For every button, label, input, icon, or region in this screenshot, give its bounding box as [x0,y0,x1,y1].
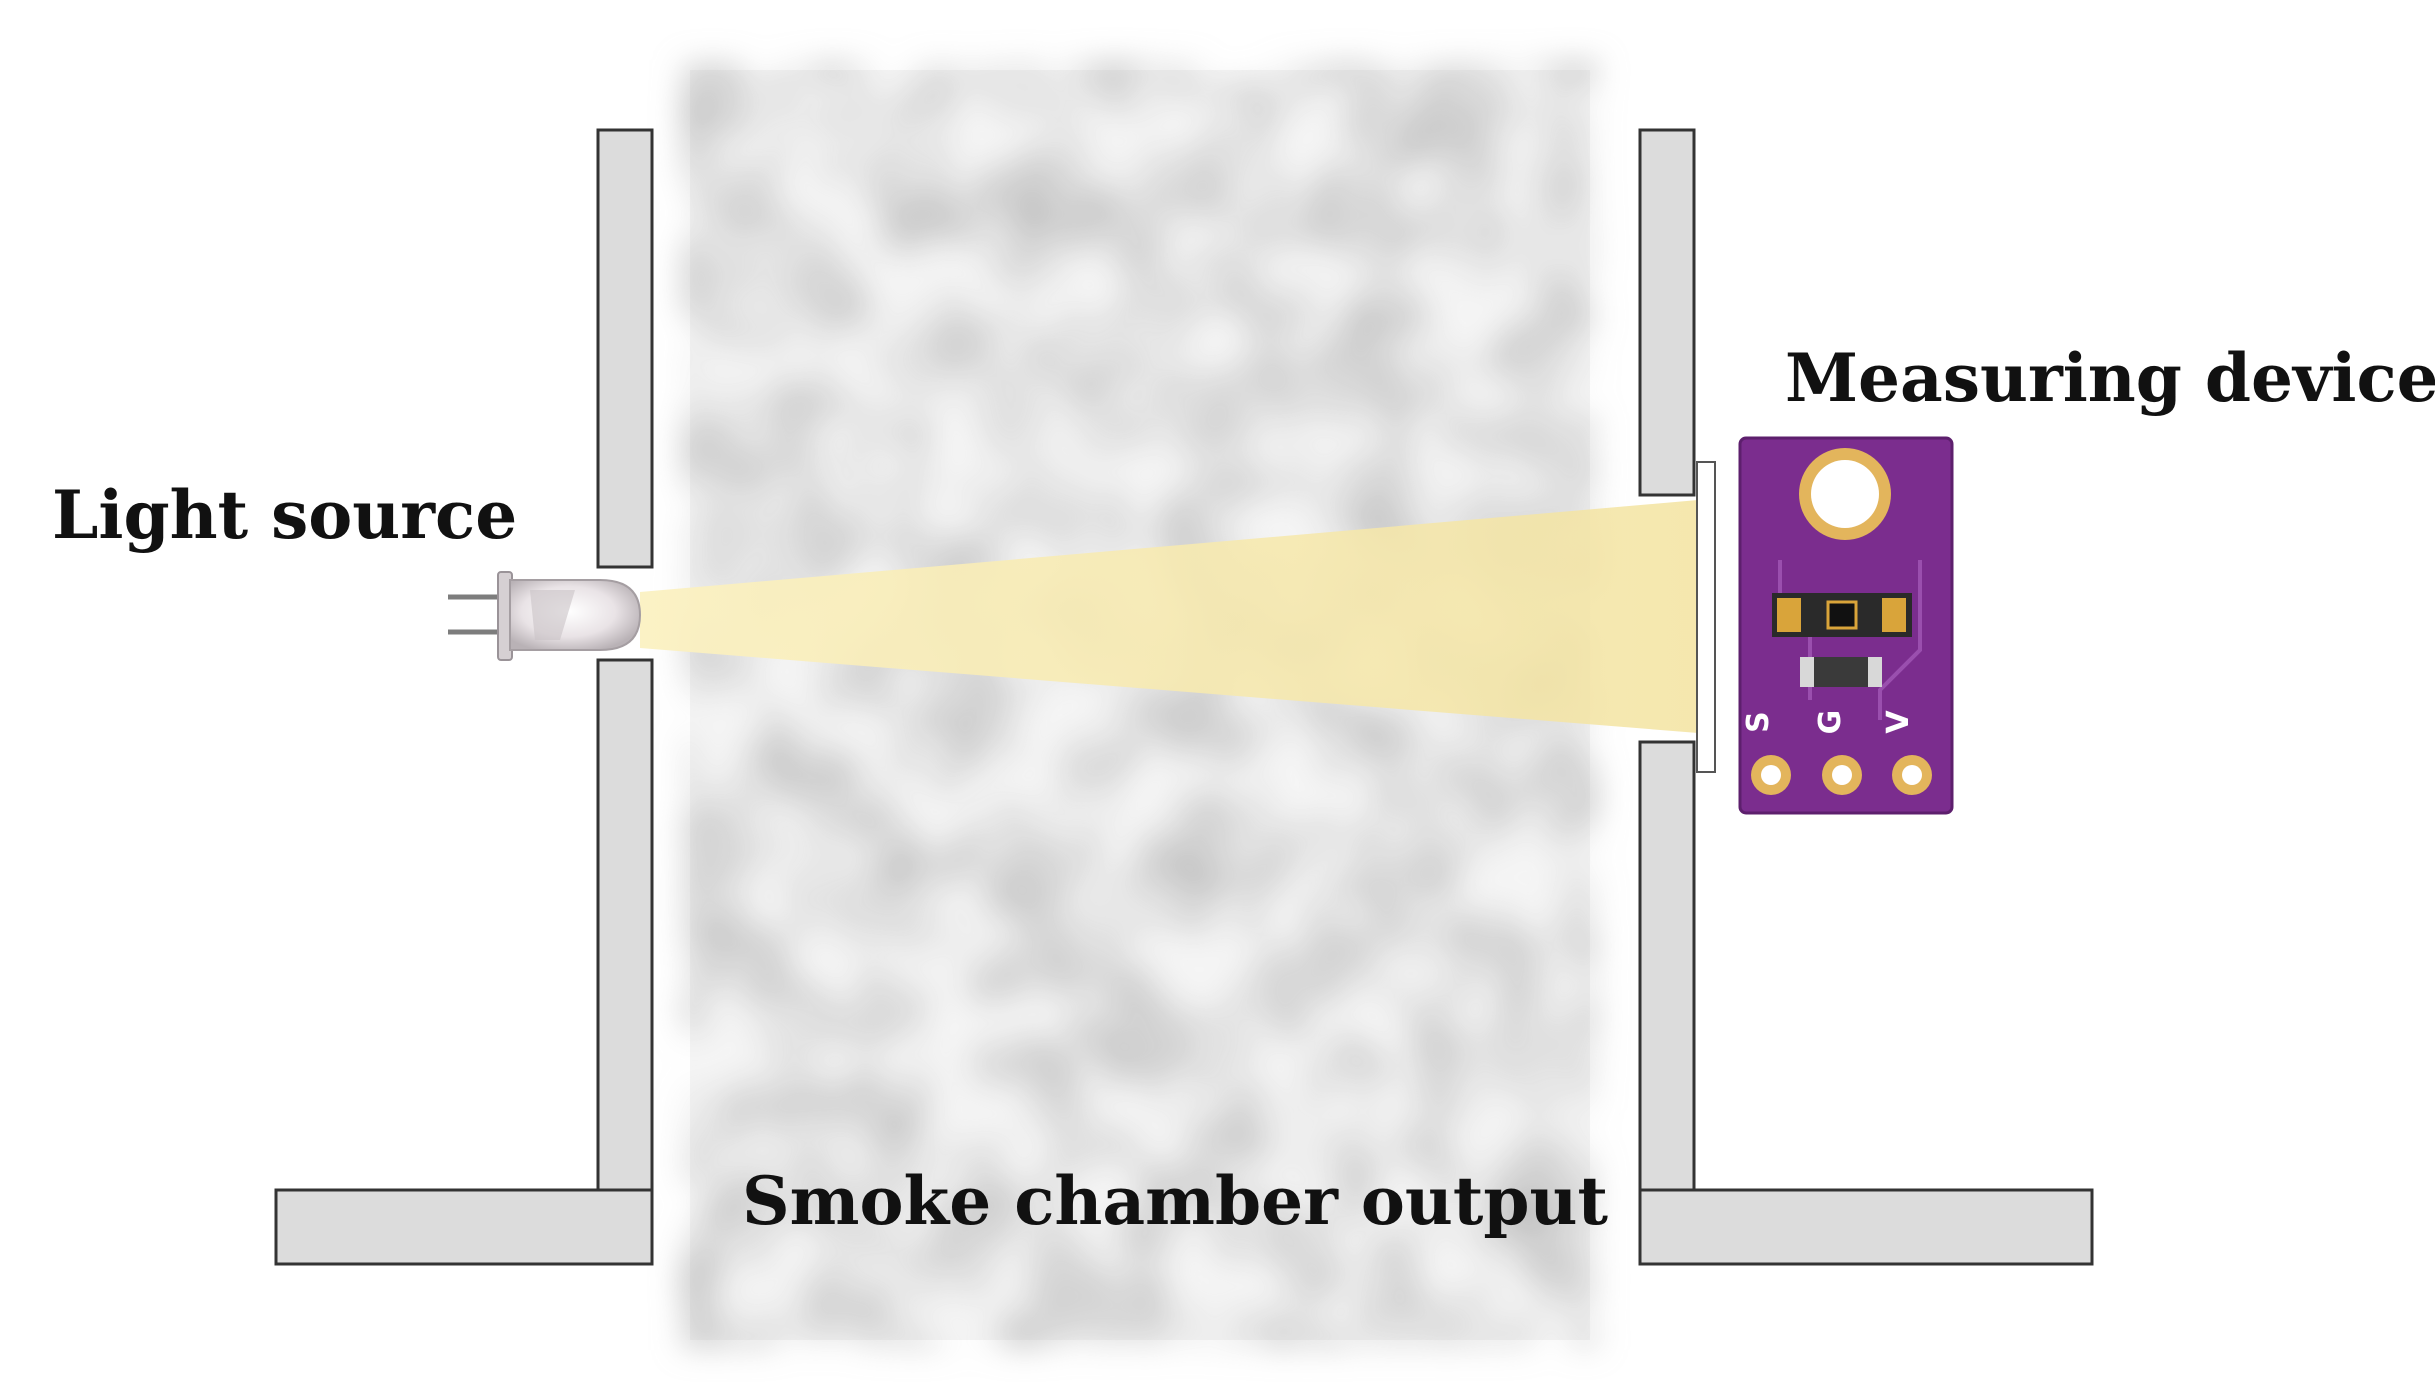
pin-label-v: V [1881,710,1916,734]
light-beam [640,500,1698,733]
measuring-device-label: Measuring device [1785,339,2435,417]
right-wall-upper [1638,128,1696,497]
smoke-chamber-output-label: Smoke chamber output [742,1162,1608,1240]
sensor-window [1696,461,1716,773]
right-wall-lower [1638,740,1696,1192]
led-icon [448,571,642,661]
left-wall-upper [596,128,654,569]
sensor-board: S G V [1738,436,1954,815]
light-source-label: Light source [52,476,518,554]
left-wall-lower [596,658,654,1192]
right-wall-base [1638,1188,2094,1266]
pin-label-g: G [1813,710,1848,735]
left-wall-base [274,1188,654,1266]
pin-label-s: S [1741,711,1776,733]
